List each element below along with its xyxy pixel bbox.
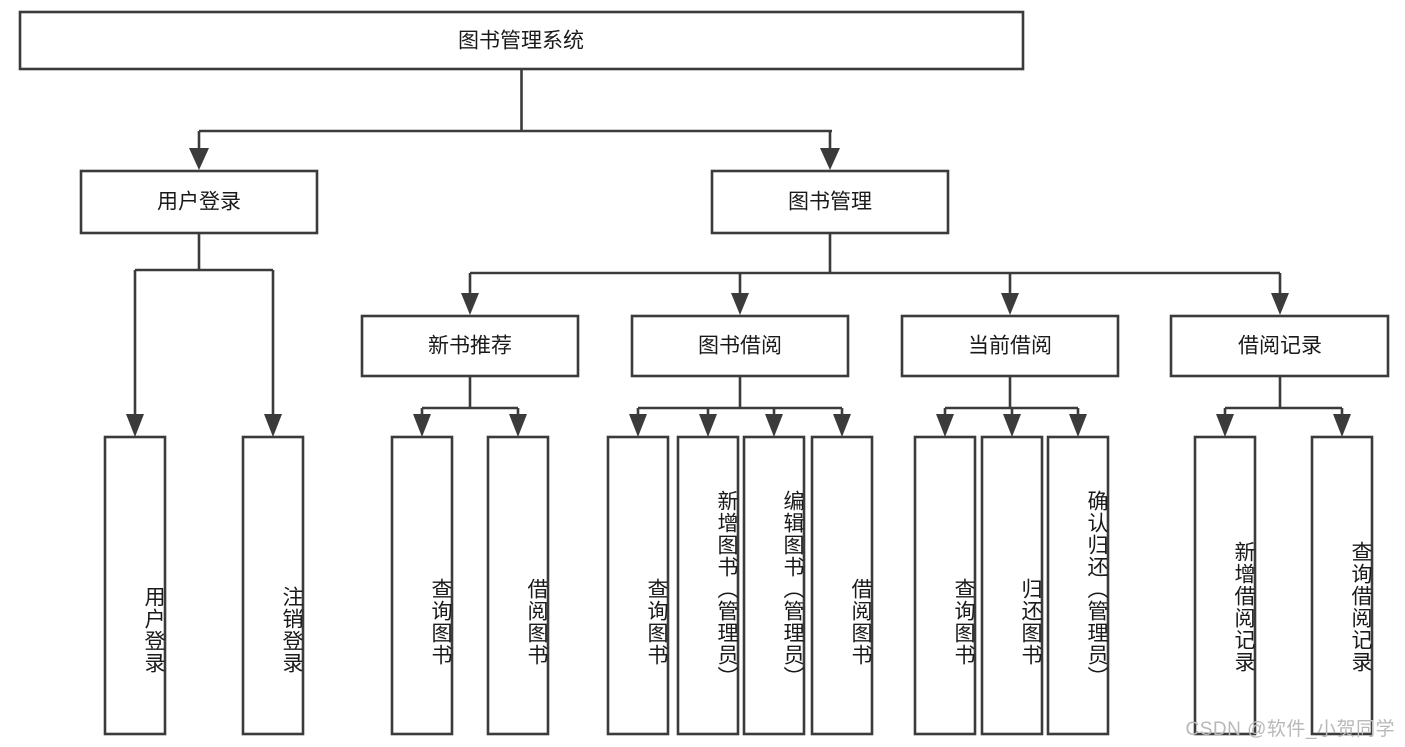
arrowhead-current-borrow [1001,293,1019,315]
arrowhead-book-borrow [731,293,749,315]
node-new-book-recommend-box[interactable] [360,314,580,378]
node-leaf-query-book-2-box[interactable] [606,435,670,736]
node-book-borrow-label: 图书借阅 [698,335,782,358]
arrowhead-leaf-confirm-return-admin [1069,414,1087,437]
node-current-borrow[interactable]: 当前借阅 [900,314,1120,378]
arrowhead-leaf-query-book-1 [413,414,431,437]
node-leaf-query-book-1-box[interactable] [390,435,454,736]
arrowhead-new-book-recommend [461,293,479,315]
node-leaf-borrow-book-1-box[interactable] [486,435,550,736]
arrowhead-leaf-edit-book-admin [765,414,783,437]
arrowhead-leaf-user-login [126,414,144,437]
arrowhead-user-login [189,148,209,170]
arrowhead-leaf-query-book-3 [936,414,954,437]
arrowhead-leaf-return-book [1003,414,1021,437]
arrowhead-book-manage [820,148,840,170]
node-root[interactable]: 图书管理系统 [18,10,1025,71]
node-borrow-record[interactable]: 借阅记录 [1169,314,1390,378]
arrowhead-leaf-query-borrow-record [1333,414,1351,437]
node-leaf-add-borrow-record-box[interactable] [1193,435,1257,736]
arrowhead-leaf-borrow-book-1 [509,414,527,437]
node-leaf-query-borrow-record-box[interactable] [1310,435,1374,736]
node-book-manage-label: 图书管理 [788,191,872,214]
watermark-text: CSDN @软件_小贺同学 [1185,719,1395,740]
node-current-borrow-label: 当前借阅 [968,335,1052,358]
node-user-login-box[interactable] [79,169,319,235]
node-leaf-confirm-return-admin-box[interactable] [1046,435,1110,736]
node-book-borrow-box[interactable] [630,314,850,378]
node-leaf-query-book-3-box[interactable] [913,435,977,736]
node-borrow-record-box[interactable] [1169,314,1390,378]
arrowhead-borrow-record [1271,293,1289,315]
arrowhead-leaf-user-logout [264,414,282,437]
arrowhead-leaf-query-book-2 [629,414,647,437]
leaf-box-layer [103,435,1374,736]
arrowhead-leaf-borrow-book-2 [833,414,851,437]
node-user-login[interactable]: 用户登录 [79,169,319,235]
node-leaf-borrow-book-2-box[interactable] [810,435,874,736]
node-new-book-recommend-label: 新书推荐 [428,335,512,358]
node-book-borrow[interactable]: 图书借阅 [630,314,850,378]
arrowhead-leaf-add-borrow-record [1216,414,1234,437]
node-root-box[interactable] [18,10,1025,71]
node-leaf-user-login-box[interactable] [103,435,167,736]
node-user-login-label: 用户登录 [157,191,241,214]
node-current-borrow-box[interactable] [900,314,1120,378]
connector-layer [126,69,1351,437]
node-leaf-add-book-admin-box[interactable] [676,435,740,736]
node-book-manage-box[interactable] [710,169,950,235]
arrowhead-leaf-add-book-admin [699,414,717,437]
node-leaf-user-logout-box[interactable] [241,435,305,736]
node-book-manage[interactable]: 图书管理 [710,169,950,235]
node-root-label: 图书管理系统 [458,30,584,53]
node-new-book-recommend[interactable]: 新书推荐 [360,314,580,378]
node-borrow-record-label: 借阅记录 [1238,335,1322,358]
node-leaf-edit-book-admin-box[interactable] [742,435,806,736]
node-leaf-return-book-box[interactable] [980,435,1044,736]
